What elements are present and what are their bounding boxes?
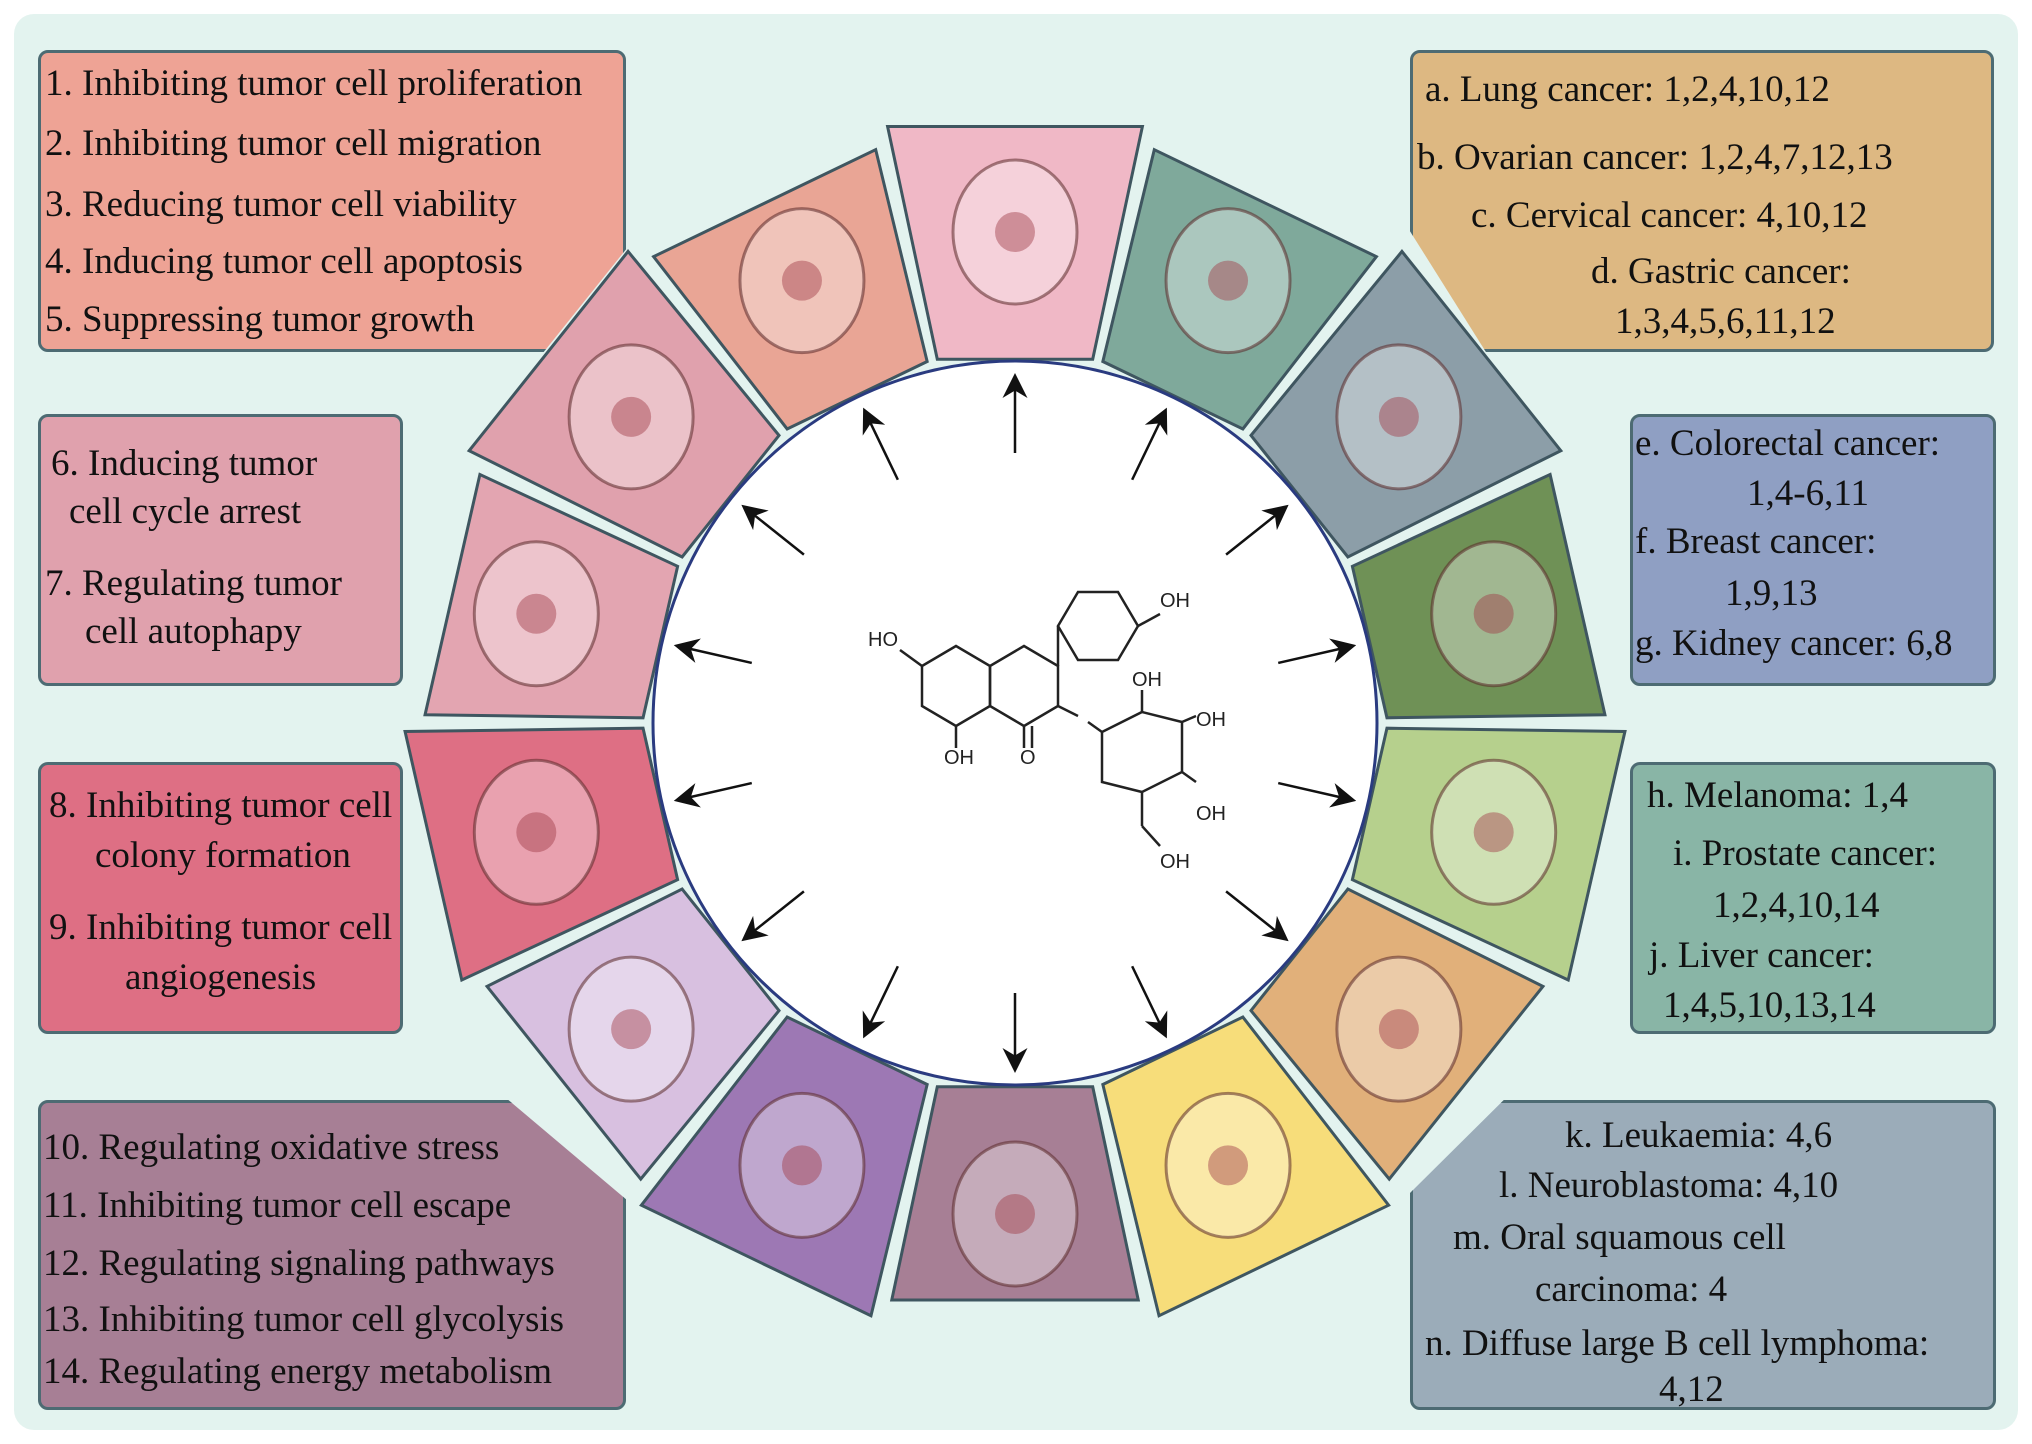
organ-icons <box>472 158 1558 1288</box>
kidney-icon <box>1164 1091 1292 1239</box>
melanocyte-icon <box>472 540 600 688</box>
cancer-item: e. Colorectal cancer: <box>1635 423 1941 464</box>
arrow-to-blood-cell <box>673 781 753 808</box>
arrow-to-tongue <box>741 504 805 556</box>
mechanism-item: cell autophapy <box>85 611 302 652</box>
lymph-node-icon <box>738 207 866 355</box>
mechanism-item: 7. Regulating tumor <box>45 563 342 604</box>
mechanism-item: angiogenesis <box>125 957 317 998</box>
arrow-to-uterus <box>1225 504 1289 556</box>
mechanism-item: 11. Inhibiting tumor cell escape <box>43 1185 512 1226</box>
mechanism-item: 10. Regulating oxidative stress <box>43 1127 500 1168</box>
cancer-item: 1,4-6,11 <box>1747 473 1869 514</box>
mechanism-item: 6. Inducing tumor <box>51 443 318 484</box>
segment-ovary <box>1101 147 1379 431</box>
mechanism-item: 3. Reducing tumor cell viability <box>45 184 517 225</box>
cancer-item: m. Oral squamous cell <box>1453 1217 1786 1258</box>
mechanism-panel-4: 10. Regulating oxidative stress 11. Inhi… <box>38 1100 626 1410</box>
segment-tongue <box>466 249 781 559</box>
cancer-item: n. Diffuse large B cell lymphoma: <box>1425 1323 1930 1364</box>
cancer-item: 1,3,4,5,6,11,12 <box>1615 301 1836 342</box>
tongue-icon <box>567 343 695 491</box>
segment-neuron <box>889 1085 1141 1302</box>
oh-label-sugar-4: OH <box>1160 851 1190 873</box>
liver-icon <box>567 955 695 1103</box>
arrow-to-stomach <box>1277 638 1357 665</box>
bladder-icon <box>738 1091 866 1239</box>
cancer-item: 1,4,5,10,13,14 <box>1663 985 1876 1026</box>
arrow-to-kidney <box>1131 965 1168 1039</box>
segment-breast <box>1249 887 1546 1182</box>
ovary-icon <box>1164 207 1292 355</box>
cancer-panel-2: e. Colorectal cancer: 1,4-6,11 f. Breast… <box>1630 414 1996 686</box>
mechanism-item: 9. Inhibiting tumor cell <box>49 907 393 948</box>
cancer-item: 1,2,4,10,14 <box>1713 885 1880 926</box>
cancer-item: 1,9,13 <box>1725 573 1818 614</box>
segment-intestine <box>1350 726 1627 983</box>
arrow-to-intestine <box>1277 781 1357 808</box>
arrow-to-liver <box>741 890 805 942</box>
stomach-icon <box>1430 540 1558 688</box>
center-circle <box>651 359 1379 1087</box>
mechanism-item: 2. Inhibiting tumor cell migration <box>45 123 542 164</box>
arrow-to-lymph-node <box>862 407 899 481</box>
cancer-item: j. Liver cancer: <box>1649 935 1874 976</box>
cancer-item: g. Kidney cancer: 6,8 <box>1635 623 1953 664</box>
mechanism-item: cell cycle arrest <box>69 491 302 532</box>
segment-uterus <box>1249 249 1564 559</box>
arrow-to-ovary <box>1131 407 1168 481</box>
mechanism-item: 5. Suppressing tumor growth <box>45 299 475 340</box>
mechanism-panel-1: 1. Inhibiting tumor cell proliferation 2… <box>38 50 626 352</box>
segment-lymph-node <box>651 147 929 431</box>
segment-bladder <box>639 1015 929 1318</box>
oh-label-aring-bottom: OH <box>944 747 974 769</box>
arrow-to-bladder <box>862 965 899 1039</box>
molecule-structure <box>899 590 1197 847</box>
oh-label-sugar-2: OH <box>1196 709 1226 731</box>
cancer-panel-3: h. Melanoma: 1,4 i. Prostate cancer: 1,2… <box>1630 762 1996 1034</box>
cancer-item: f. Breast cancer: <box>1635 521 1877 562</box>
intestine-icon <box>1430 758 1558 906</box>
blood-cell-icon <box>472 758 600 906</box>
mechanism-item: 13. Inhibiting tumor cell glycolysis <box>43 1299 565 1340</box>
cancer-panel-4: k. Leukaemia: 4,6 l. Neuroblastoma: 4,10… <box>1410 1100 1996 1410</box>
mechanism-item: 4. Inducing tumor cell apoptosis <box>45 241 523 282</box>
cancer-item: 4,12 <box>1659 1369 1724 1410</box>
cancer-item: c. Cervical cancer: 4,10,12 <box>1471 195 1868 236</box>
mechanism-item: 8. Inhibiting tumor cell <box>49 785 393 826</box>
mechanism-item: colony formation <box>95 835 351 876</box>
mechanism-item: 1. Inhibiting tumor cell proliferation <box>45 63 583 104</box>
cancer-item: b. Ovarian cancer: 1,2,4,7,12,13 <box>1417 137 1893 178</box>
cancer-item: l. Neuroblastoma: 4,10 <box>1499 1165 1839 1206</box>
cancer-item: h. Melanoma: 1,4 <box>1647 775 1909 816</box>
mechanism-item: 14. Regulating energy metabolism <box>43 1351 553 1392</box>
cancer-item: a. Lung cancer: 1,2,4,10,12 <box>1425 69 1830 110</box>
segment-blood-cell <box>403 726 680 983</box>
oh-label-sugar-1: OH <box>1132 669 1162 691</box>
segment-liver <box>484 887 781 1182</box>
carbonyl-o-label: O <box>1020 747 1036 769</box>
arrow-to-melanocyte <box>673 638 753 665</box>
segment-lung <box>885 124 1145 361</box>
arrow-to-breast <box>1225 890 1289 942</box>
cancer-item: i. Prostate cancer: <box>1673 833 1938 874</box>
neuron-icon <box>951 1140 1079 1288</box>
breast-icon <box>1335 955 1463 1103</box>
oh-label-bring: OH <box>1160 590 1190 612</box>
mechanism-item: 12. Regulating signaling pathways <box>43 1243 555 1284</box>
oh-label-sugar-3: OH <box>1196 803 1226 825</box>
organ-ring <box>403 124 1627 1318</box>
cancer-item: carcinoma: 4 <box>1535 1269 1728 1310</box>
ho-label-aring: HO <box>868 629 898 651</box>
segment-kidney <box>1101 1015 1391 1318</box>
cancer-item: k. Leukaemia: 4,6 <box>1565 1115 1833 1156</box>
cancer-item: d. Gastric cancer: <box>1591 251 1851 292</box>
lung-icon <box>951 158 1079 306</box>
uterus-icon <box>1335 343 1463 491</box>
cancer-panel-1: a. Lung cancer: 1,2,4,10,12 b. Ovarian c… <box>1410 50 1994 352</box>
arrows <box>673 373 1357 1073</box>
mechanism-panel-2: 6. Inducing tumor cell cycle arrest 7. R… <box>38 414 403 686</box>
mechanism-panel-3: 8. Inhibiting tumor cell colony formatio… <box>38 762 403 1034</box>
